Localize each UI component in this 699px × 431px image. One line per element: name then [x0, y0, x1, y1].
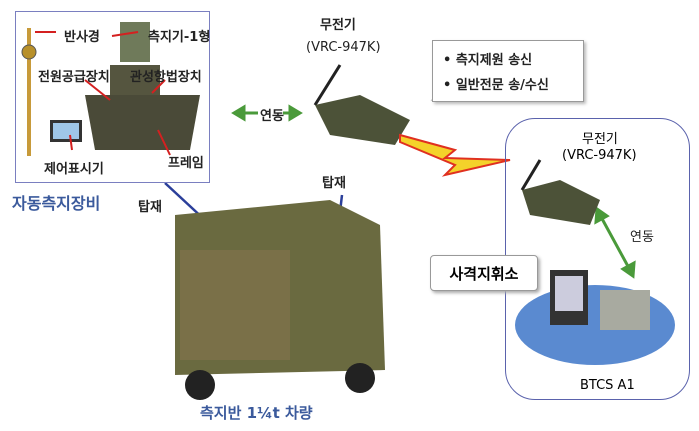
link-left-label: 연동 [260, 109, 284, 124]
wireless-link-bolt [399, 133, 511, 177]
equipment-frame-image [85, 95, 200, 150]
label-power: 전원공급장치 [38, 70, 110, 85]
label-inertial: 관성항법장치 [130, 70, 202, 85]
label-display: 제어표시기 [44, 162, 104, 177]
radio-image [315, 95, 410, 145]
auto-survey-equipment-box [15, 11, 210, 183]
btcs-label: BTCS A1 [580, 378, 635, 393]
command-post-label: 사격지휘소 [430, 255, 538, 291]
label-surveyor: 측지기-1형 [148, 30, 211, 45]
equipment-title: 자동측지장비 [12, 194, 101, 213]
mount-label: 탑재 [138, 200, 162, 215]
bubble-item: • 측지제원 송신 [443, 53, 533, 68]
speech-bubble: • 측지제원 송신 • 일반전문 송/수신 [432, 40, 584, 102]
reflector-pole-image [27, 28, 31, 156]
radio-model: (VRC-947K) [306, 40, 381, 55]
cmd-radio-name: 무전기 [582, 132, 618, 147]
surveyor-instrument-image [120, 22, 150, 62]
vehicle-title: 측지반 1¼t 차량 [200, 404, 313, 422]
radio-name: 무전기 [320, 18, 356, 33]
bubble-item: • 일반전문 송/수신 [443, 78, 549, 93]
cmd-link-label: 연동 [630, 230, 654, 245]
mount-label: 탑재 [322, 176, 346, 191]
label-frame: 프레임 [168, 156, 204, 171]
cmd-radio-model: (VRC-947K) [562, 148, 637, 163]
label-reflector: 반사경 [64, 30, 100, 45]
